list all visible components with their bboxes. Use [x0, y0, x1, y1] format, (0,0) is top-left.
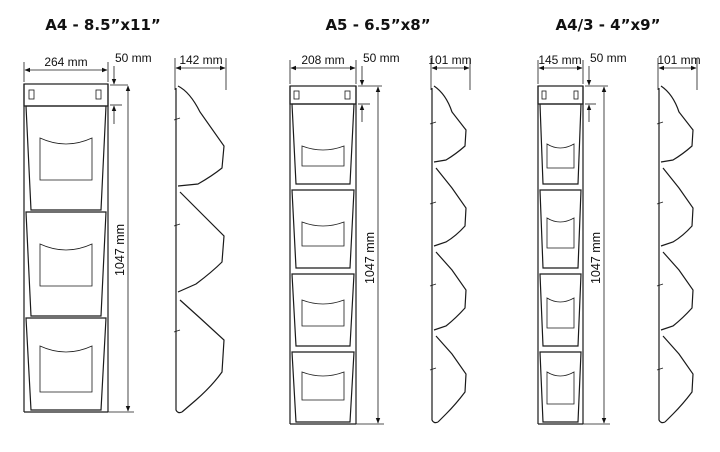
width-label-a5: 208 mm: [301, 53, 344, 67]
side-view-a4-third: [656, 85, 694, 424]
top-label-a5: 50 mm: [363, 51, 400, 65]
side-dimension-a4-third: 101 mm: [657, 53, 701, 90]
side-label-a4: 142 mm: [179, 53, 222, 67]
front-view-a4: [23, 83, 109, 413]
set-title-a5: A5 - 6.5”x8”: [325, 16, 430, 34]
set-title-a4: A4 - 8.5”x11”: [45, 16, 161, 34]
set-a4: A4 - 8.5”x11” 264 mm 50 mm 1047 mm: [23, 16, 227, 414]
set-a5: A5 - 6.5”x8” 208 mm 50 mm 1047 mm: [289, 16, 472, 425]
width-dimension-a4-third: 145 mm: [537, 53, 584, 84]
height-dimension-a5: 1047 mm: [356, 86, 384, 425]
front-view-a5: [289, 85, 357, 425]
side-label-a4-third: 101 mm: [657, 53, 700, 67]
top-dimension-a5: 50 mm: [358, 51, 400, 122]
side-label-a5: 101 mm: [428, 53, 471, 67]
width-label-a4-third: 145 mm: [538, 53, 581, 67]
height-dimension-a4: 1047 mm: [108, 85, 134, 413]
height-label-a5: 1047 mm: [363, 232, 377, 284]
top-label-a4-third: 50 mm: [590, 51, 627, 65]
top-dimension-a4: 50 mm: [110, 51, 152, 124]
side-view-a5: [429, 85, 467, 424]
front-view-a4-third: [537, 85, 584, 425]
width-label-a4: 264 mm: [44, 55, 87, 69]
side-dimension-a5: 101 mm: [428, 53, 472, 90]
width-dimension-a5: 208 mm: [289, 53, 357, 84]
height-label-a4-third: 1047 mm: [589, 232, 603, 284]
height-label-a4: 1047 mm: [113, 224, 127, 276]
side-dimension-a4: 142 mm: [174, 53, 227, 90]
set-title-a4-third: A4/3 - 4”x9”: [556, 16, 661, 34]
top-label-a4: 50 mm: [115, 51, 152, 65]
top-dimension-a4-third: 50 mm: [585, 51, 627, 122]
height-dimension-a4-third: 1047 mm: [583, 86, 610, 425]
set-a4-third: A4/3 - 4”x9” 145 mm 50 mm 1047 mm: [537, 16, 701, 425]
side-view-a4: [173, 85, 225, 414]
width-dimension-a4: 264 mm: [23, 55, 109, 82]
